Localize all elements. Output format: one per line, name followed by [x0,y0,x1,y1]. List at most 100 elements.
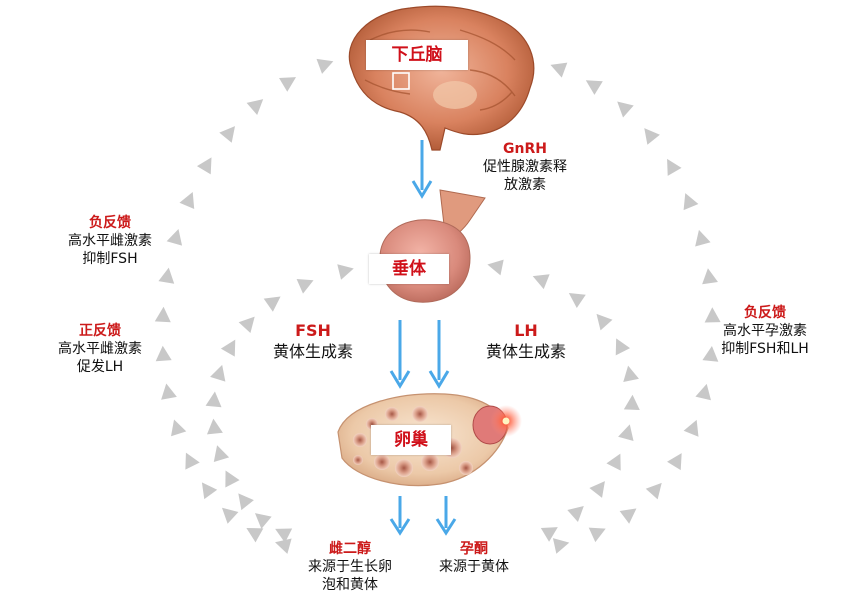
feedback-chevron-icon [166,229,183,246]
feedback-arc-left-inner [205,264,354,543]
feedback-chevron-icon [210,364,226,382]
progesterone-title: 孕酮 [460,541,488,557]
follicle [385,407,399,421]
feedback-chevron-icon [196,157,212,175]
fsh-arrow [389,320,411,389]
feedback-chevron-icon [185,452,200,470]
estradiol-title: 雌二醇 [329,541,371,557]
feedback-chevron-icon [254,513,272,529]
estradiol-line-1: 来源于生长卵 [308,559,392,575]
feedback-chevron-icon [279,77,297,92]
feedback-chevron-icon [606,453,621,471]
feedback-chevron-icon [532,274,550,290]
feedback-chevron-icon [623,365,639,382]
gnrh-title: GnRH [503,141,547,157]
feedback-chevron-icon [155,345,172,362]
feedback-chevron-icon [316,58,334,74]
negative-feedback-progesterone-line-2: 抑制FSH和LH [721,341,809,357]
gnrh-line-2: 放激素 [504,177,546,193]
follicle [459,461,473,475]
negative-feedback-estrogen: 负反馈 高水平雌激素 抑制FSH [50,214,170,268]
feedback-chevron-icon [550,62,568,78]
feedback-chevron-icon [263,296,281,312]
follicle [374,454,390,470]
follicle [353,455,363,465]
follicle [395,459,413,477]
ovary-label: 卵巢 [371,425,451,455]
feedback-chevron-icon [275,528,293,543]
feedback-chevron-icon [220,339,236,357]
feedback-chevron-icon [567,506,584,522]
feedback-chevron-icon [246,527,264,543]
feedback-chevron-icon [219,126,236,143]
feedback-chevron-icon [179,192,195,209]
feedback-chevron-icon [617,101,634,118]
positive-feedback-estrogen: 正反馈 高水平雌激素 促发LH [40,322,160,376]
hypothalamus-highlight-box [392,72,410,90]
feedback-chevron-icon [644,128,660,145]
gnrh-line-1: 促性腺激素释 [483,159,567,175]
feedback-chevron-icon [695,383,711,401]
feedback-chevron-icon [702,346,719,362]
follicle [353,433,367,447]
feedback-chevron-icon [619,508,637,524]
pituitary-illustration [379,189,486,303]
ovulated-egg [502,417,510,425]
feedback-chevron-icon [568,292,586,308]
feedback-chevron-icon [596,313,613,331]
feedback-arrows-group [154,58,721,554]
follicle [412,406,428,422]
feedback-chevron-icon [623,394,640,411]
fsh-desc: 黄体生成素 [272,342,353,361]
feedback-chevron-icon [589,481,605,498]
fsh-title: FSH [295,321,331,340]
feedback-chevron-icon [645,482,662,500]
feedback-chevron-icon [588,527,606,543]
feedback-arc-right-outer [550,62,721,554]
feedback-chevron-icon [683,419,699,437]
feedback-chevron-icon [667,158,682,176]
feedback-chevron-icon [702,268,718,285]
hormone-arrows [389,140,457,536]
feedback-chevron-icon [552,538,570,554]
feedback-chevron-icon [615,338,631,356]
estradiol-arrow [389,496,411,536]
estradiol-line-2: 泡和黄体 [322,577,378,593]
feedback-chevron-icon [618,424,634,441]
feedback-chevron-icon [213,445,230,462]
fsh-annotation: FSH 黄体生成素 [253,320,373,362]
negative-feedback-progesterone-line-1: 高水平孕激素 [723,323,807,339]
positive-feedback-estrogen-line-1: 高水平雌激素 [58,341,142,357]
feedback-chevron-icon [704,307,721,323]
feedback-chevron-icon [487,259,504,276]
positive-feedback-estrogen-line-2: 促发LH [76,359,124,375]
feedback-chevron-icon [337,264,354,280]
lh-desc: 黄体生成素 [485,342,566,361]
pituitary-label: 垂体 [369,254,449,284]
feedback-chevron-icon [238,316,255,334]
positive-feedback-estrogen-title: 正反馈 [79,323,121,339]
lh-title: LH [514,321,538,340]
progesterone-annotation: 孕酮 来源于黄体 [424,540,524,576]
lh-arrow [428,320,450,389]
feedback-chevron-icon [296,278,314,294]
estradiol-annotation: 雌二醇 来源于生长卵 泡和黄体 [290,540,410,594]
feedback-chevron-icon [221,507,239,524]
brain-inner-structure [433,81,477,109]
feedback-chevron-icon [246,99,264,115]
gnrh-annotation: GnRH 促性腺激素释 放激素 [470,140,580,194]
hypothalamus-label: 下丘脑 [366,40,468,70]
feedback-chevron-icon [275,538,292,554]
feedback-chevron-icon [161,383,177,400]
negative-feedback-progesterone: 负反馈 高水平孕激素 抑制FSH和LH [700,304,830,358]
gnrh-arrow [411,140,433,199]
feedback-chevron-icon [205,391,222,408]
feedback-chevron-icon [171,419,187,437]
negative-feedback-estrogen-line-2: 抑制FSH [82,251,138,267]
feedback-chevron-icon [683,193,699,211]
feedback-chevron-icon [206,418,223,435]
lh-annotation: LH 黄体生成素 [466,320,586,362]
feedback-chevron-icon [154,306,171,323]
